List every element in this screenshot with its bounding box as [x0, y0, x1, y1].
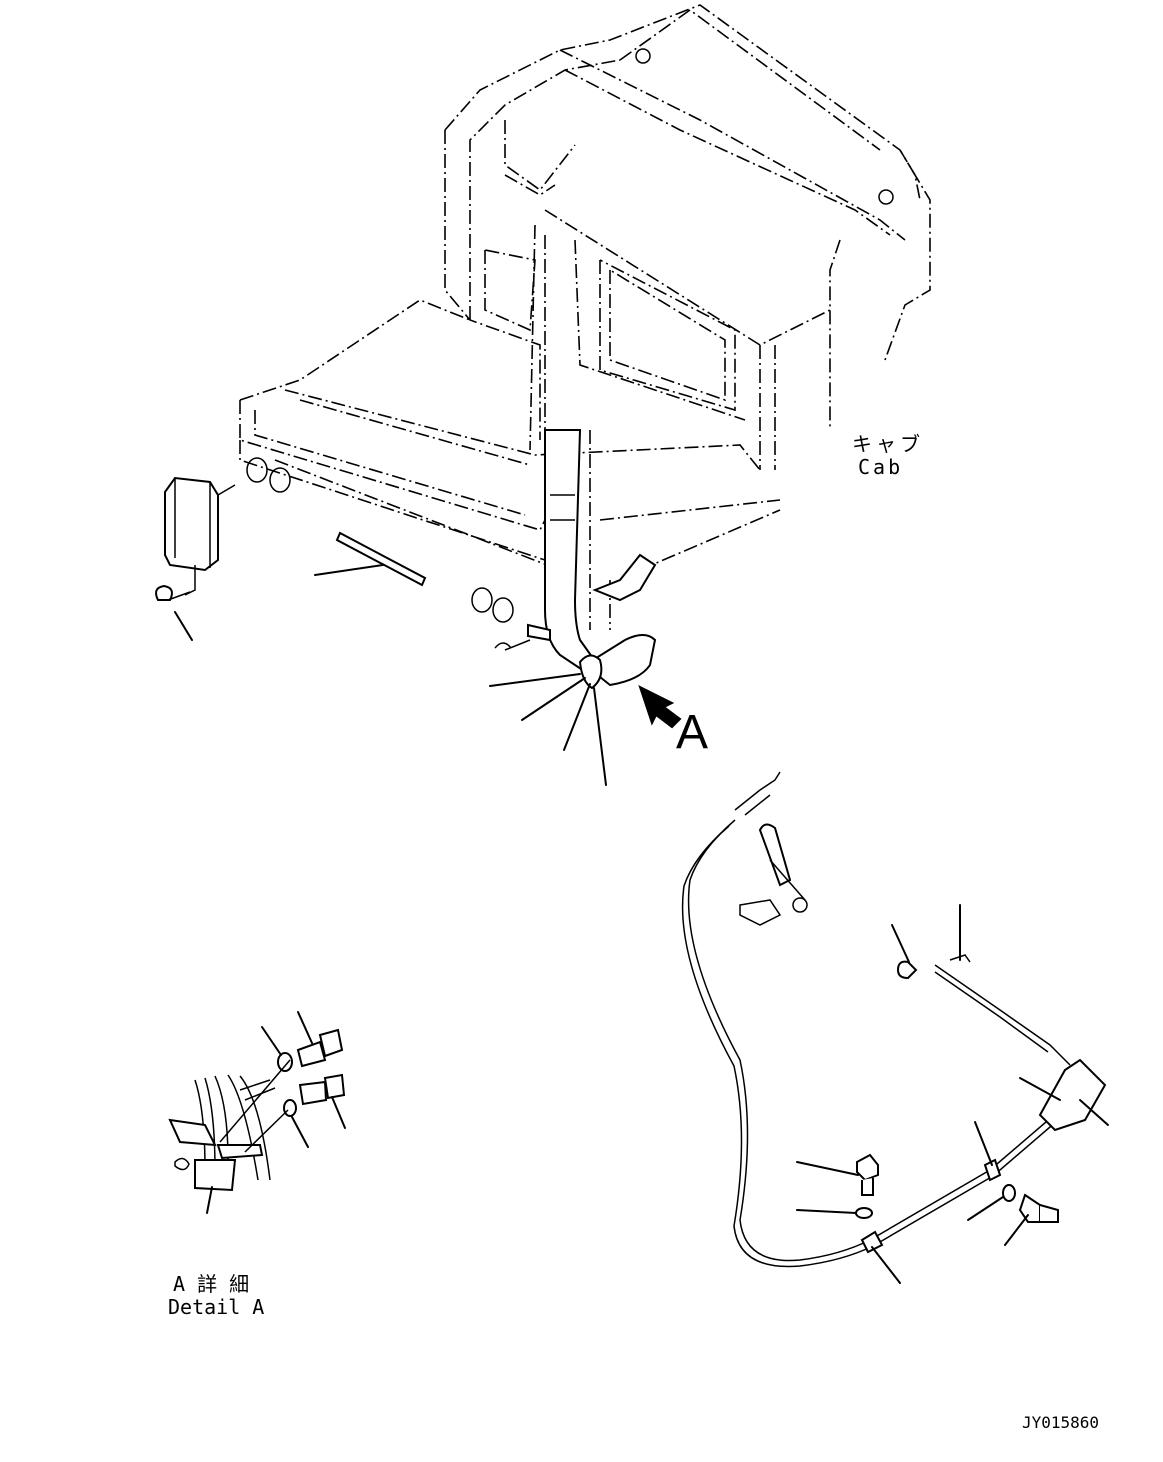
cab-label-en: Cab [858, 455, 904, 479]
view-arrow [638, 685, 682, 729]
drawing-number: JY015860 [1022, 1413, 1100, 1432]
harness-duct [494, 429, 657, 690]
detail-a-label-en: Detail A [168, 1295, 265, 1319]
leader-lines-a [489, 673, 607, 786]
detail-a-label-jp: A 詳 細 [173, 1272, 250, 1296]
hardware-right [855, 1153, 1059, 1223]
cab-outline [239, 4, 931, 630]
leader-lines-right [796, 904, 1109, 1284]
cab-label-jp: キャブ [852, 432, 924, 456]
detail-a-drawing [168, 1028, 346, 1192]
seal-strip [314, 531, 427, 587]
cover-part [155, 476, 236, 641]
control-cable [681, 771, 1107, 1268]
leader-lines-detail [206, 1011, 346, 1214]
view-a-label: A [676, 706, 709, 759]
